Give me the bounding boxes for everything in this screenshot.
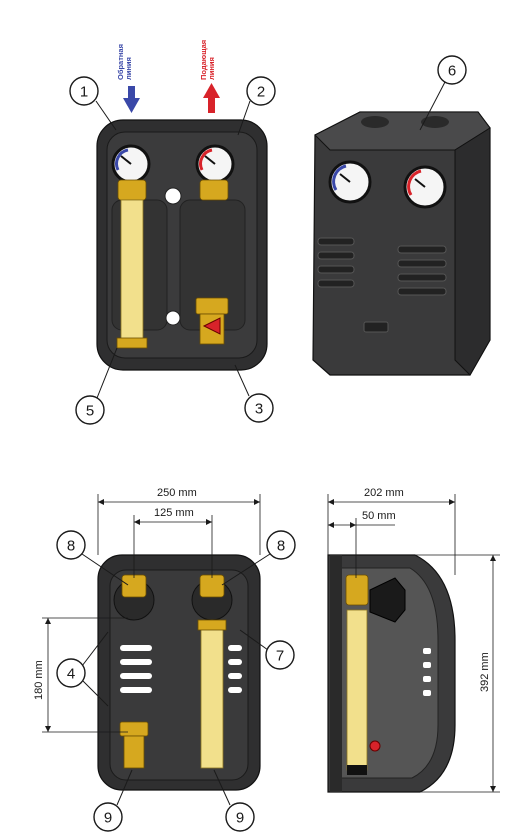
return-flow-arrow: [123, 86, 140, 113]
callout-8a-circle: [56, 530, 86, 560]
leader-4b: [81, 679, 109, 707]
callout-2: 2: [257, 84, 265, 101]
leader-8a: [81, 553, 129, 586]
callout-1: 1: [80, 84, 88, 101]
leader-1: [95, 100, 117, 131]
side-vent-slots: [423, 648, 431, 696]
open-unit-front-view: [96, 119, 268, 371]
dim-392-label: 392 mm: [479, 652, 491, 692]
callout-2-circle: [246, 76, 276, 106]
callout-3-circle: [244, 393, 274, 423]
callout-9a: 9: [104, 810, 112, 827]
side-pipe: [346, 609, 368, 771]
supply-line-label-2: линия: [207, 57, 216, 80]
side-red-handle: [369, 740, 381, 752]
callout-8b-circle: [266, 530, 296, 560]
side-back-plate: [330, 555, 342, 792]
callout-8a: 8: [67, 538, 75, 555]
leader-9a: [116, 769, 133, 806]
bottom-left-body: [123, 735, 145, 769]
leader-3: [234, 364, 250, 397]
cover-return-scale: [332, 164, 347, 191]
vent-slots: [317, 237, 447, 296]
return-pipe: [120, 199, 144, 341]
top-port-right: [421, 116, 449, 128]
callout-5: 5: [86, 403, 94, 420]
mounting-hole-top: [164, 187, 182, 205]
dim-250-label: 250 mm: [157, 487, 197, 499]
cover-side-face: [454, 127, 491, 376]
leader-9b: [213, 769, 231, 806]
top-port-left: [361, 116, 389, 128]
front-pipe-top-fitting: [197, 619, 227, 631]
dim-50-label: 50 mm: [362, 510, 396, 522]
leader-7: [239, 629, 269, 651]
cover-logo-plate: [363, 321, 389, 333]
side-thermometer-head: [369, 577, 406, 623]
leader-5: [96, 347, 118, 399]
leader-6: [419, 81, 446, 131]
supply-flow-arrow: [203, 83, 220, 113]
return-ball-valve: [117, 179, 147, 201]
return-line-label-2: линия: [124, 57, 133, 80]
callout-7: 7: [276, 648, 284, 665]
left-top-fitting: [121, 574, 147, 598]
supply-ball-valve: [199, 179, 229, 201]
supply-thermometer-scale: [199, 148, 213, 171]
callout-7-circle: [265, 640, 295, 670]
callout-4: 4: [67, 666, 75, 683]
dim-180-label: 180 mm: [33, 660, 45, 700]
red-valve-handle: [202, 317, 221, 335]
callout-9b-circle: [225, 802, 255, 832]
right-top-fitting: [199, 574, 225, 598]
side-top-fitting: [345, 574, 369, 606]
side-pipe-base: [347, 765, 367, 775]
return-line-label-1: Обратная: [116, 44, 125, 80]
supply-bottom-valve: [195, 297, 229, 315]
callout-4-circle: [56, 658, 86, 688]
callout-1-circle: [69, 76, 99, 106]
callout-9b: 9: [236, 810, 244, 827]
leader-2: [237, 100, 251, 136]
closed-unit-3d-view: [312, 111, 491, 376]
callout-6: 6: [448, 63, 456, 80]
front-dimension-view: [97, 554, 261, 791]
dim-202-label: 202 mm: [364, 487, 404, 499]
cover-supply-scale: [407, 169, 422, 196]
callout-6-circle: [437, 55, 467, 85]
dim-125-label: 125 mm: [154, 507, 194, 519]
return-thermometer-needle: [120, 155, 132, 165]
callout-3: 3: [255, 401, 263, 418]
callout-8b: 8: [277, 538, 285, 555]
bottom-left-fitting: [119, 721, 149, 737]
mounting-hole-bottom: [165, 310, 181, 326]
return-thermometer-scale: [115, 148, 129, 171]
side-section-view: [327, 554, 456, 793]
front-vent-slots: [120, 645, 242, 693]
callout-5-circle: [75, 395, 105, 425]
leader-4a: [81, 631, 109, 667]
return-pipe-fitting: [116, 337, 148, 349]
supply-thermometer-needle: [204, 155, 216, 165]
front-pipe: [200, 627, 224, 769]
callout-9a-circle: [93, 802, 123, 832]
supply-line-label-1: Подающая: [199, 40, 208, 80]
leader-8b: [221, 553, 271, 586]
